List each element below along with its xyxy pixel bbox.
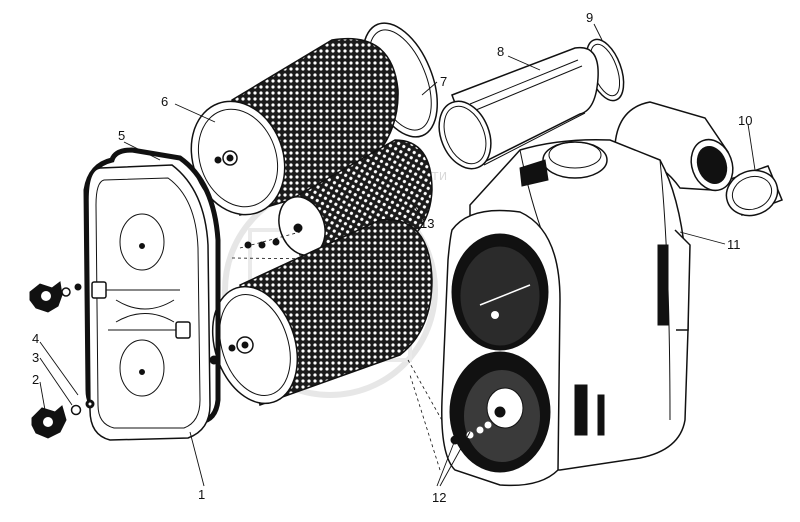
callout-5: 5 bbox=[118, 128, 125, 143]
part-8-intake-tube bbox=[438, 46, 599, 170]
callout-7: 7 bbox=[440, 74, 447, 89]
callout-3: 3 bbox=[32, 350, 39, 365]
callout-13: 13 bbox=[420, 216, 434, 231]
leader-lines bbox=[39, 23, 756, 487]
assembly-axes bbox=[231, 231, 471, 471]
callout-labels: 1 2 3 4 5 6 7 8 9 10 11 12 13 bbox=[32, 10, 752, 505]
part-1-cover bbox=[87, 164, 219, 441]
callout-8: 8 bbox=[497, 44, 504, 59]
part-5-cover-gasket bbox=[83, 147, 221, 425]
callout-4: 4 bbox=[32, 331, 39, 346]
part-4-nut bbox=[85, 399, 95, 409]
callout-11: 11 bbox=[727, 237, 741, 252]
callout-6: 6 bbox=[161, 94, 168, 109]
part-3-washer bbox=[70, 404, 82, 416]
callout-2: 2 bbox=[32, 372, 39, 387]
callout-9: 9 bbox=[586, 10, 593, 25]
part-11-housing bbox=[441, 101, 734, 487]
upper-knob-set bbox=[29, 281, 82, 313]
callout-12: 12 bbox=[432, 490, 446, 505]
lower-filter-element bbox=[211, 218, 433, 407]
callout-1: 1 bbox=[198, 487, 205, 502]
part-2-knob bbox=[31, 405, 67, 439]
part-10-inlet-cap bbox=[725, 165, 783, 217]
callout-10: 10 bbox=[738, 113, 752, 128]
